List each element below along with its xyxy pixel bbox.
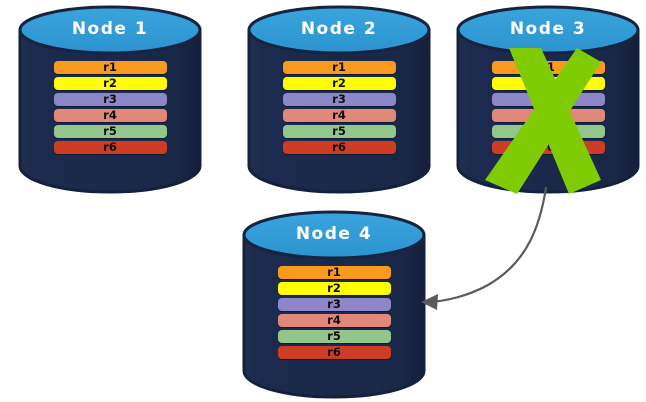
node-4-row-r2[interactable]: r2 bbox=[277, 282, 391, 295]
node-1-rows: r1 r2 r3 r4 r5 r6 bbox=[17, 61, 203, 154]
node-3[interactable]: Node 3 r1 r2 r3 r4 r5 r6 bbox=[455, 4, 641, 194]
node-1-row-r2[interactable]: r2 bbox=[53, 77, 167, 90]
node-4-row-r6[interactable]: r6 bbox=[277, 346, 391, 359]
node-2-row-r4[interactable]: r4 bbox=[282, 109, 396, 122]
node-2-rows: r1 r2 r3 r4 r5 r6 bbox=[246, 61, 432, 154]
node-1-row-r4[interactable]: r4 bbox=[53, 109, 167, 122]
node-4[interactable]: Node 4 r1 r2 r3 r4 r5 r6 bbox=[241, 209, 427, 399]
node-1-row-r3[interactable]: r3 bbox=[53, 93, 167, 106]
node-1-row-r1[interactable]: r1 bbox=[53, 61, 167, 74]
node-4-row-r5[interactable]: r5 bbox=[277, 330, 391, 343]
node-3-row-r1[interactable]: r1 bbox=[491, 61, 605, 74]
node-2-row-r5[interactable]: r5 bbox=[282, 125, 396, 138]
node-3-row-r4[interactable]: r4 bbox=[491, 109, 605, 122]
node-1[interactable]: Node 1 r1 r2 r3 r4 r5 r6 bbox=[17, 4, 203, 194]
node-2[interactable]: Node 2 r1 r2 r3 r4 r5 r6 bbox=[246, 4, 432, 194]
node-4-row-r4[interactable]: r4 bbox=[277, 314, 391, 327]
node-4-rows: r1 r2 r3 r4 r5 r6 bbox=[241, 266, 427, 359]
arrow-line bbox=[428, 186, 548, 304]
node-3-row-r5[interactable]: r5 bbox=[491, 125, 605, 138]
node-4-row-r1[interactable]: r1 bbox=[277, 266, 391, 279]
node-3-row-r2[interactable]: r2 bbox=[491, 77, 605, 90]
node-4-row-r3[interactable]: r3 bbox=[277, 298, 391, 311]
node-2-row-r6[interactable]: r6 bbox=[282, 141, 396, 154]
node-2-row-r2[interactable]: r2 bbox=[282, 77, 396, 90]
node-2-row-r3[interactable]: r3 bbox=[282, 93, 396, 106]
node-1-row-r6[interactable]: r6 bbox=[53, 141, 167, 154]
node-3-row-r3[interactable]: r3 bbox=[491, 93, 605, 106]
node-2-row-r1[interactable]: r1 bbox=[282, 61, 396, 74]
node-1-row-r5[interactable]: r5 bbox=[53, 125, 167, 138]
node-3-row-r6[interactable]: r6 bbox=[491, 141, 605, 154]
node-3-rows: r1 r2 r3 r4 r5 r6 bbox=[455, 61, 641, 154]
